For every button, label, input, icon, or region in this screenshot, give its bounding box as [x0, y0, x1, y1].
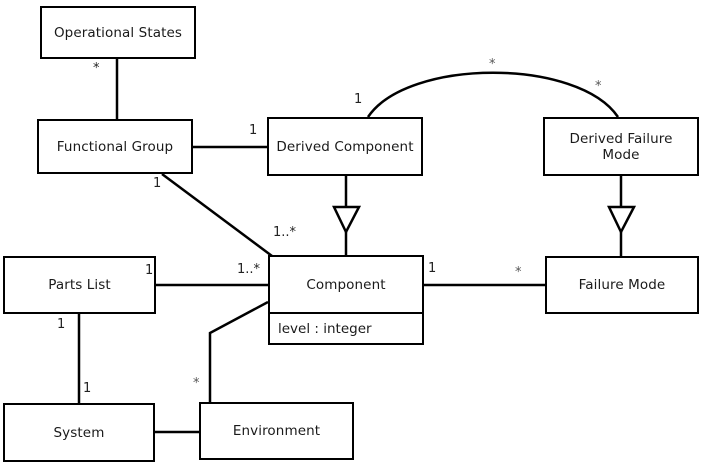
class-name-failure-mode: Failure Mode: [578, 277, 666, 293]
class-box-failure-mode[interactable]: Failure Mode: [545, 256, 699, 314]
class-box-derived-component[interactable]: Derived Component: [267, 117, 423, 176]
multiplicity-label: 1: [428, 261, 437, 276]
multiplicity-label: *: [595, 79, 602, 94]
class-name-environment: Environment: [232, 423, 321, 439]
class-box-component[interactable]: Component level : integer: [268, 255, 424, 345]
multiplicity-label: *: [515, 265, 522, 280]
multiplicity-label: *: [489, 57, 496, 72]
class-box-parts-list[interactable]: Parts List: [3, 256, 156, 314]
class-box-environment[interactable]: Environment: [199, 402, 354, 460]
multiplicity-label: 1..*: [237, 262, 261, 277]
class-box-derived-failure-mode[interactable]: Derived Failure Mode: [543, 117, 699, 176]
class-box-operational-states[interactable]: Operational States: [40, 6, 196, 59]
multiplicity-label: 1: [57, 317, 66, 332]
class-name-system: System: [53, 424, 105, 441]
class-name-derived-component: Derived Component: [276, 138, 414, 155]
class-box-system[interactable]: System: [3, 403, 155, 462]
multiplicity-label: 1: [153, 176, 162, 191]
class-name-derived-failure-mode: Derived Failure Mode: [569, 130, 673, 163]
multiplicity-label: *: [193, 376, 200, 391]
class-box-functional-group[interactable]: Functional Group: [37, 119, 193, 174]
class-name-parts-list: Parts List: [48, 277, 111, 293]
class-name-operational-states: Operational States: [53, 24, 183, 41]
multiplicity-label: *: [93, 61, 100, 76]
class-attribute-component-level: level : integer: [270, 312, 422, 343]
multiplicity-label: 1..*: [273, 225, 297, 240]
multiplicity-label: 1: [145, 263, 154, 278]
class-name-functional-group: Functional Group: [56, 138, 174, 155]
edge-derived-component-derived-failure-mode-arc: [366, 71, 620, 118]
multiplicity-label: 1: [249, 123, 258, 138]
generalization-triangle-icon-component: [332, 205, 362, 235]
multiplicity-label: 1: [354, 92, 363, 107]
edge-functional-group-component: [161, 172, 273, 258]
multiplicity-label: 1: [83, 381, 92, 396]
generalization-triangle-icon-failure-mode: [607, 205, 637, 235]
edge-component-environment: [208, 300, 269, 402]
class-name-component: Component: [306, 276, 386, 293]
